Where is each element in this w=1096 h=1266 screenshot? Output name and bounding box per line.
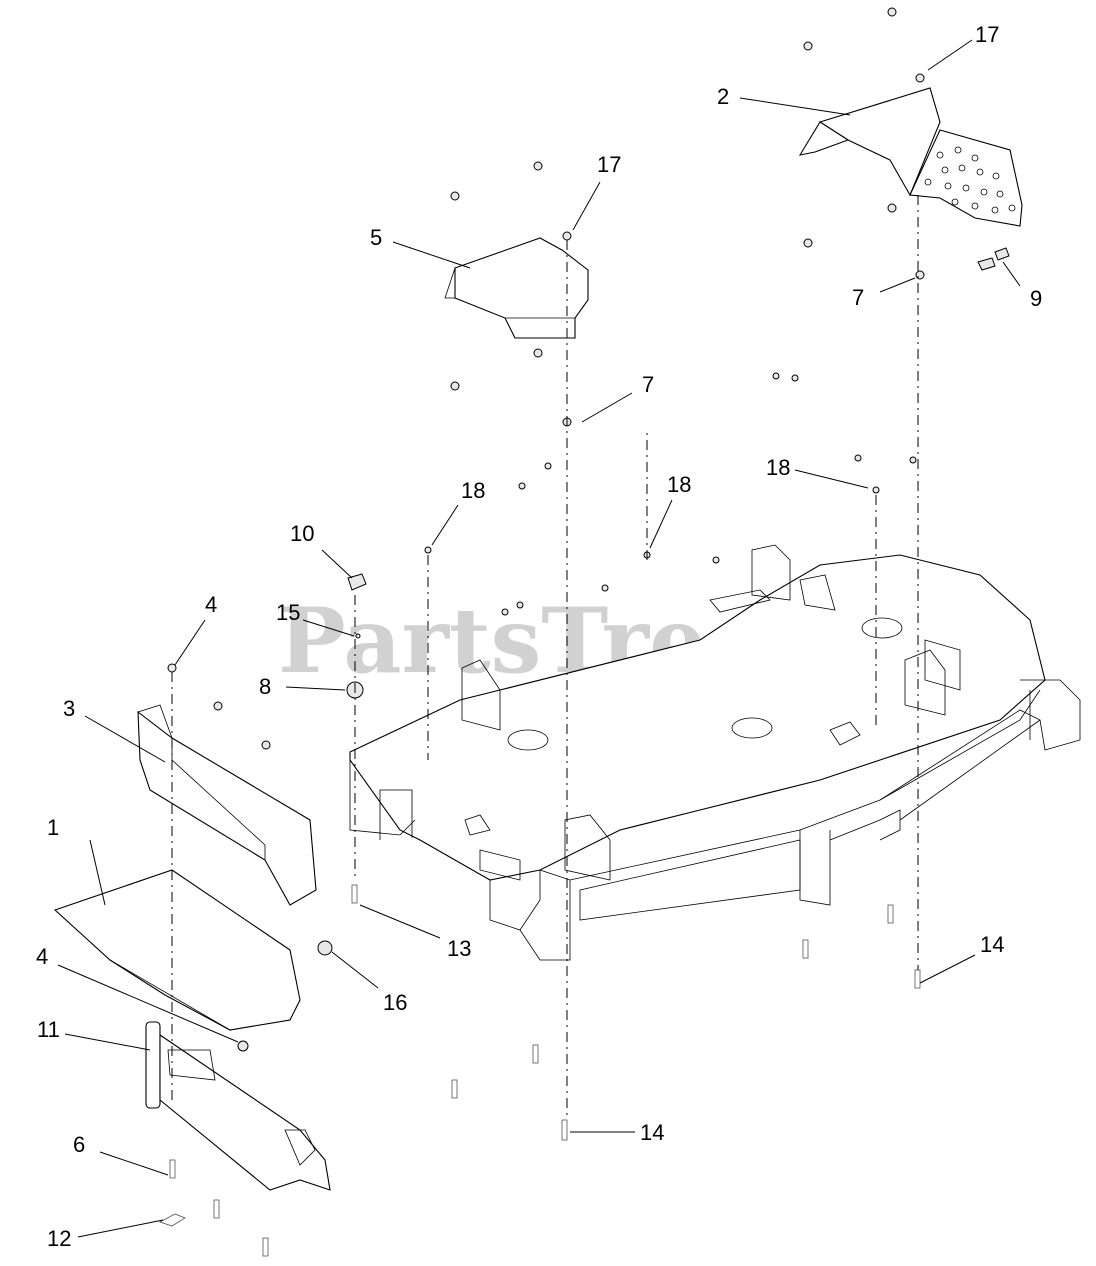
callout-7-mid: 7 <box>642 372 654 397</box>
callout-7-right: 7 <box>852 285 864 310</box>
callout-18-right: 18 <box>766 455 790 480</box>
callout-2: 2 <box>717 84 729 109</box>
mower-deck <box>349 544 1081 961</box>
callout-9: 9 <box>1030 286 1042 311</box>
callout-4-lower: 4 <box>36 944 48 969</box>
callout-labels: 1 2 3 4 4 5 6 7 7 7 8 9 10 11 12 13 14 1… <box>36 22 1042 1251</box>
callout-14-right: 14 <box>980 932 1004 957</box>
callout-12: 12 <box>47 1226 71 1251</box>
callout-5: 5 <box>370 225 382 250</box>
part-3-side-shield <box>137 704 317 906</box>
callout-17-right: 17 <box>975 22 999 47</box>
hardware-bolts <box>158 247 1010 1257</box>
hardware-nuts <box>167 7 925 1052</box>
callout-3: 3 <box>63 696 75 721</box>
callout-15: 15 <box>276 600 300 625</box>
assembly-centerlines <box>171 195 919 1120</box>
callout-16: 16 <box>383 990 407 1015</box>
callout-17-mid: 17 <box>597 152 621 177</box>
callout-1: 1 <box>47 815 59 840</box>
leader-lines <box>57 39 1021 1238</box>
callout-18-mid: 18 <box>667 472 691 497</box>
part-1-deflector <box>53 869 301 1031</box>
callout-13: 13 <box>447 936 471 961</box>
part-5-chute-cover <box>444 237 589 339</box>
callout-14-bottom: 14 <box>640 1120 664 1145</box>
callout-11: 11 <box>37 1017 60 1042</box>
callout-4: 4 <box>205 592 217 617</box>
part-11-bracket <box>145 1021 331 1191</box>
callout-10: 10 <box>290 521 314 546</box>
part-2-chute-cover <box>798 87 1023 227</box>
callout-6: 6 <box>73 1132 85 1157</box>
callout-8: 8 <box>259 674 271 699</box>
callout-18-left: 18 <box>461 478 485 503</box>
